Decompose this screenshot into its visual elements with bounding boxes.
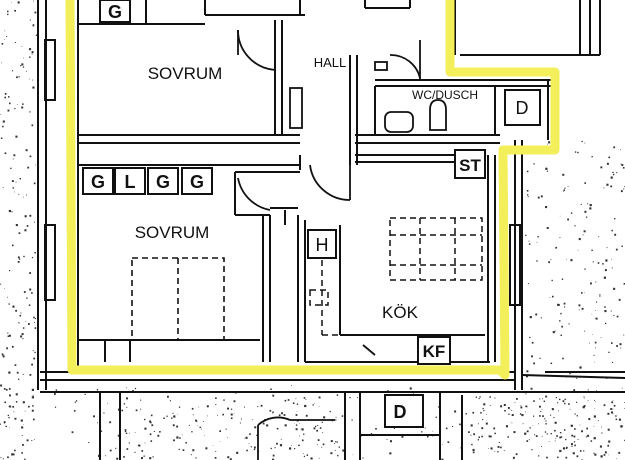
fixture-labels: G D ST G L G G H KF D [91, 2, 529, 422]
room-wc-dusch: WC/DUSCH [412, 88, 478, 102]
box-st [454, 149, 486, 179]
label-kf: KF [423, 342, 446, 361]
box-h [307, 229, 337, 259]
label-g-top: G [108, 2, 122, 22]
box-g-top [99, 0, 131, 23]
bed-outline [131, 257, 225, 341]
label-g1: G [91, 172, 105, 192]
kitchen-counter [309, 260, 340, 336]
label-g3: G [190, 172, 204, 192]
fixture-boxes [82, 0, 541, 428]
box-g1 [82, 167, 114, 195]
label-g2: G [156, 172, 170, 192]
room-sovrum-mid: SOVRUM [135, 223, 210, 242]
box-kf [417, 336, 451, 365]
label-st: ST [459, 156, 481, 175]
label-h: H [316, 235, 329, 255]
room-kok: KÖK [382, 303, 419, 322]
box-l [114, 167, 146, 195]
room-sovrum-top: SOVRUM [148, 64, 223, 83]
dining-table [389, 217, 483, 281]
room-hall: HALL [314, 55, 347, 70]
highlight-boundary [65, 0, 560, 380]
box-d-bottom [384, 394, 424, 428]
door-arcs [237, 29, 421, 460]
room-labels: SOVRUM HALL WC/DUSCH SOVRUM KÖK [135, 55, 478, 322]
box-g3 [181, 167, 213, 195]
label-d-wc: D [516, 98, 529, 118]
box-d-wc [504, 89, 541, 126]
wc-fixtures [289, 61, 447, 133]
box-g2 [147, 167, 179, 195]
label-d-bottom: D [394, 402, 407, 422]
label-l: L [125, 172, 136, 192]
walls [37, 0, 625, 460]
